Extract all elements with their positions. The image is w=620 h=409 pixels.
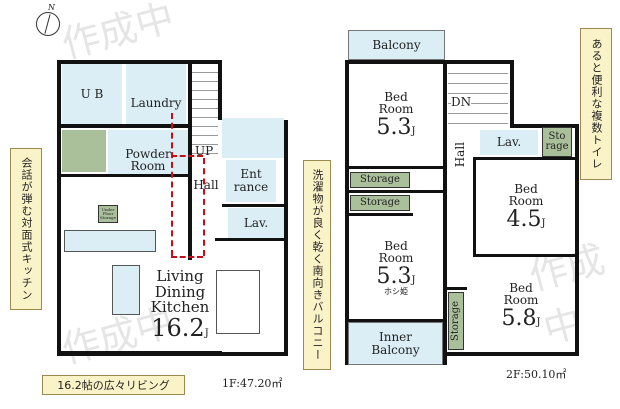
room-label: Kitchen — [150, 298, 210, 317]
room-size: 16.2 — [151, 314, 205, 343]
room-label: Balcony — [372, 37, 421, 52]
storage: Storage — [350, 195, 410, 211]
stair-down-label: DN — [451, 95, 472, 109]
room-bedroom-nw: Bed Room 5.3J — [350, 66, 442, 164]
storage: Storage — [448, 292, 464, 350]
floor2-area: 2F:50.10㎡ — [506, 368, 567, 381]
room-label: Floor — [102, 210, 114, 216]
room-label: Bed — [514, 181, 538, 196]
room-label: Dining — [154, 282, 206, 301]
storage: Storage — [350, 172, 410, 188]
size-unit: J — [536, 317, 541, 329]
watermark: 作成中 — [57, 0, 179, 67]
compass-north-label: N — [48, 3, 55, 12]
size-unit: J — [411, 274, 416, 286]
room-powder: Powder Room — [108, 130, 188, 175]
room-entrance: Ent rance — [226, 160, 276, 202]
room-label: Laundry — [130, 96, 182, 111]
room-label: Lav. — [243, 215, 269, 230]
size-unit: J — [411, 126, 416, 138]
room-label: Storage — [449, 301, 461, 341]
room-inner-balcony: Inner Balcony — [348, 322, 443, 365]
room-label: Lav. — [496, 135, 522, 150]
under-floor-storage: Under Floor Storage — [98, 205, 118, 223]
room-hall: Hall — [450, 135, 470, 175]
room-label: Bed — [384, 89, 408, 104]
floor1-area: 1F:47.20㎡ — [222, 377, 283, 390]
room-label: Powder — [125, 146, 171, 161]
room-label: Room — [130, 159, 166, 174]
room-size: 5.3 — [376, 263, 412, 289]
room-bedroom-ne: Bed Room 4.5J — [478, 162, 574, 252]
size-unit: J — [204, 328, 209, 340]
room-lavatory: Lav. — [228, 208, 284, 238]
room-label: Room — [508, 194, 544, 209]
note-kitchen: 会話が弾む対面式キッチン — [10, 148, 42, 310]
circulation-arrow — [171, 113, 173, 256]
room-laundry: Laundry — [126, 64, 186, 124]
kitchen-counter — [64, 230, 156, 252]
room-ldk: Living Dining Kitchen 16.2J — [140, 265, 220, 345]
storage-small: Sto rage — [542, 127, 572, 157]
sofa — [216, 270, 260, 334]
room-label: U B — [80, 86, 104, 101]
room-label: Sto — [548, 130, 566, 142]
room-label: rage — [545, 141, 569, 152]
room-label: Room — [378, 102, 414, 117]
room-label: Living — [156, 266, 204, 285]
room-label: Storage — [100, 215, 116, 221]
room-label: Balcony — [371, 342, 420, 357]
room-lavatory: Lav. — [480, 130, 538, 155]
room-label: Bed — [384, 238, 408, 253]
room-label: Under — [101, 206, 115, 212]
circulation-arrow — [171, 155, 203, 157]
room-hall: Hall — [192, 160, 220, 210]
room-label: Inner — [378, 329, 413, 344]
circulation-arrow — [203, 158, 205, 256]
closet — [62, 130, 106, 172]
room-label: rance — [233, 180, 269, 194]
stair-up-label: UP — [195, 144, 214, 158]
room-label: Storage — [360, 173, 400, 185]
size-unit: J — [541, 218, 546, 230]
room-balcony: Balcony — [348, 30, 445, 60]
room-unit-bath: U B — [62, 64, 122, 124]
room-size: 5.8 — [501, 306, 537, 332]
room-label: Room — [503, 293, 539, 308]
entrance-porch — [222, 118, 284, 158]
room-label: Room — [378, 251, 414, 266]
note-toilet: あると便利な複数トイレ — [580, 28, 612, 180]
note-balcony: 洗濯物が良く乾く南向きバルコニー — [303, 160, 331, 370]
room-bedroom-se: Bed Room 5.8J — [468, 262, 574, 350]
room-label: Hall — [193, 177, 219, 192]
note-living: 16.2帖の広々リビング — [42, 375, 185, 395]
circulation-arrow — [171, 256, 203, 258]
dining-table — [112, 265, 140, 315]
room-label: Storage — [360, 196, 400, 208]
compass-icon — [36, 12, 60, 36]
room-label: Bed — [509, 280, 533, 295]
hoshihime-label: ホシ姫 — [384, 286, 408, 296]
room-size: 5.3 — [376, 115, 412, 141]
staircase — [448, 64, 508, 124]
room-bedroom-sw: Bed Room 5.3J ホシ姫 — [350, 218, 442, 318]
floor2-outline — [345, 60, 349, 365]
room-size: 4.5 — [506, 207, 542, 233]
room-label: Ent — [240, 167, 262, 182]
room-label: Hall — [452, 142, 467, 168]
staircase — [192, 64, 218, 154]
